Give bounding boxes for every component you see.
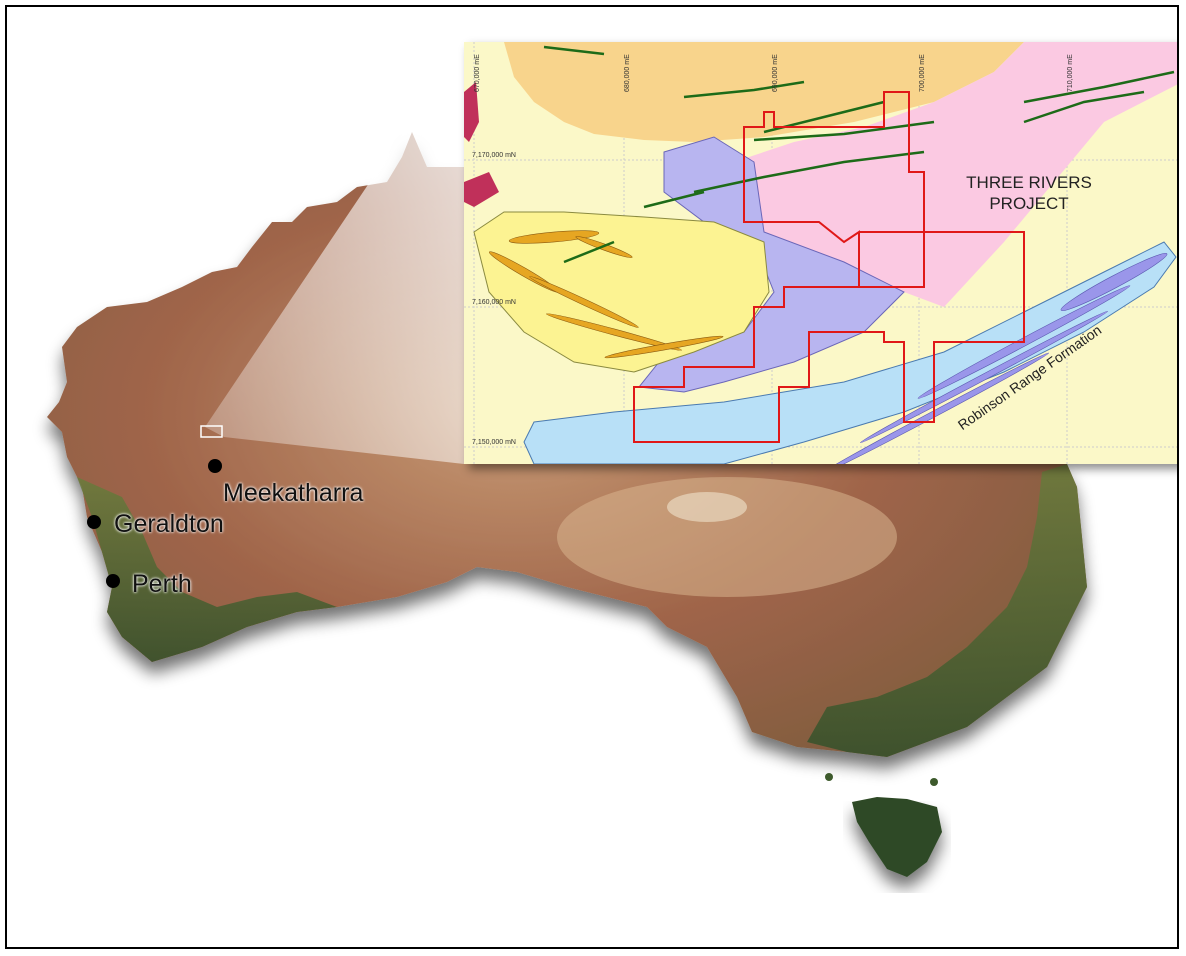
granite-unit — [504, 42, 1024, 142]
project-location-marker — [200, 425, 223, 438]
map-figure: Meekatharra Geraldton Perth — [5, 5, 1179, 949]
meekatharra-dot — [208, 459, 222, 473]
island-small-2 — [930, 778, 938, 786]
red-unit-edge-2 — [464, 172, 499, 207]
orange-lenses — [489, 230, 724, 359]
meekatharra-label: Meekatharra — [223, 479, 364, 507]
northing-label-3: 7,150,000 mN — [472, 439, 516, 446]
lake-eyre-patch — [667, 492, 747, 522]
geraldton-dot — [87, 515, 101, 529]
easting-label-3: 690,000 mE — [772, 54, 779, 92]
southwest-vegetation — [77, 477, 337, 662]
northing-label-2: 7,160,000 mN — [472, 299, 516, 306]
project-label: THREE RIVERS PROJECT — [954, 172, 1104, 214]
blue-unit — [523, 241, 1177, 464]
australia-map — [47, 42, 1087, 877]
geology-map-drawing — [464, 42, 1177, 464]
red-unit-edge — [464, 82, 479, 142]
island-small-1 — [825, 773, 833, 781]
easting-label-4: 700,000 mE — [919, 54, 926, 92]
east-vegetation — [807, 464, 1087, 757]
dykes — [543, 45, 1175, 264]
project-label-line1: THREE RIVERS — [966, 173, 1092, 192]
easting-label-1: 670,000 mE — [474, 54, 481, 92]
perth-dot — [106, 574, 120, 588]
project-label-line2: PROJECT — [989, 194, 1069, 213]
zoom-cone — [205, 42, 464, 464]
geraldton-label: Geraldton — [114, 510, 224, 538]
interior-light-patch — [557, 477, 897, 597]
easting-label-5: 710,000 mE — [1067, 54, 1074, 92]
yellow-unit — [473, 211, 770, 373]
tenement-outlines — [633, 91, 1025, 443]
tasmania — [852, 797, 942, 877]
northing-label-1: 7,170,000 mN — [472, 152, 516, 159]
geology-inset-map: 670,000 mE 680,000 mE 690,000 mE 700,000… — [464, 42, 1177, 464]
easting-label-2: 680,000 mE — [624, 54, 631, 92]
perth-label: Perth — [132, 570, 192, 598]
